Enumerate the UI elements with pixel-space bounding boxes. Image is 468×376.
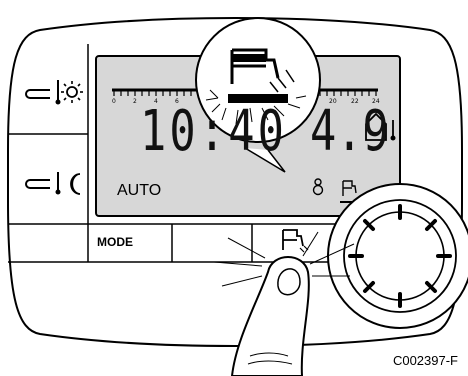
left-scale-bar: [112, 88, 196, 96]
scale-tick: 2: [133, 98, 137, 105]
scale-tick: 24: [372, 98, 380, 105]
scale-tick: 4: [154, 98, 158, 105]
scale-tick: 22: [351, 98, 359, 105]
scale-tick: 6: [175, 98, 179, 105]
figure-code: C002397-F: [392, 353, 458, 368]
mode-button[interactable]: MODE: [97, 235, 133, 249]
press-rays: [213, 231, 355, 287]
scale-tick: 0: [112, 98, 116, 105]
moon-thermometer-icon[interactable]: [25, 172, 81, 195]
temperature-display: 4.9: [310, 99, 389, 164]
rotary-dial[interactable]: [327, 183, 468, 329]
zoom-callout: [195, 17, 321, 173]
sun-thermometer-icon[interactable]: [25, 80, 83, 105]
boiler-icon: [312, 178, 324, 196]
house-thermometer-icon: [365, 112, 396, 141]
pressing-finger: [230, 256, 310, 376]
time-display: 10:40: [140, 99, 288, 164]
callout-tap-icon: [230, 48, 295, 93]
auto-mode-label: AUTO: [117, 182, 162, 199]
callout-blinking-bar: [228, 94, 288, 103]
tap-icon[interactable]: [282, 229, 309, 253]
scale-tick: 20: [329, 98, 337, 105]
